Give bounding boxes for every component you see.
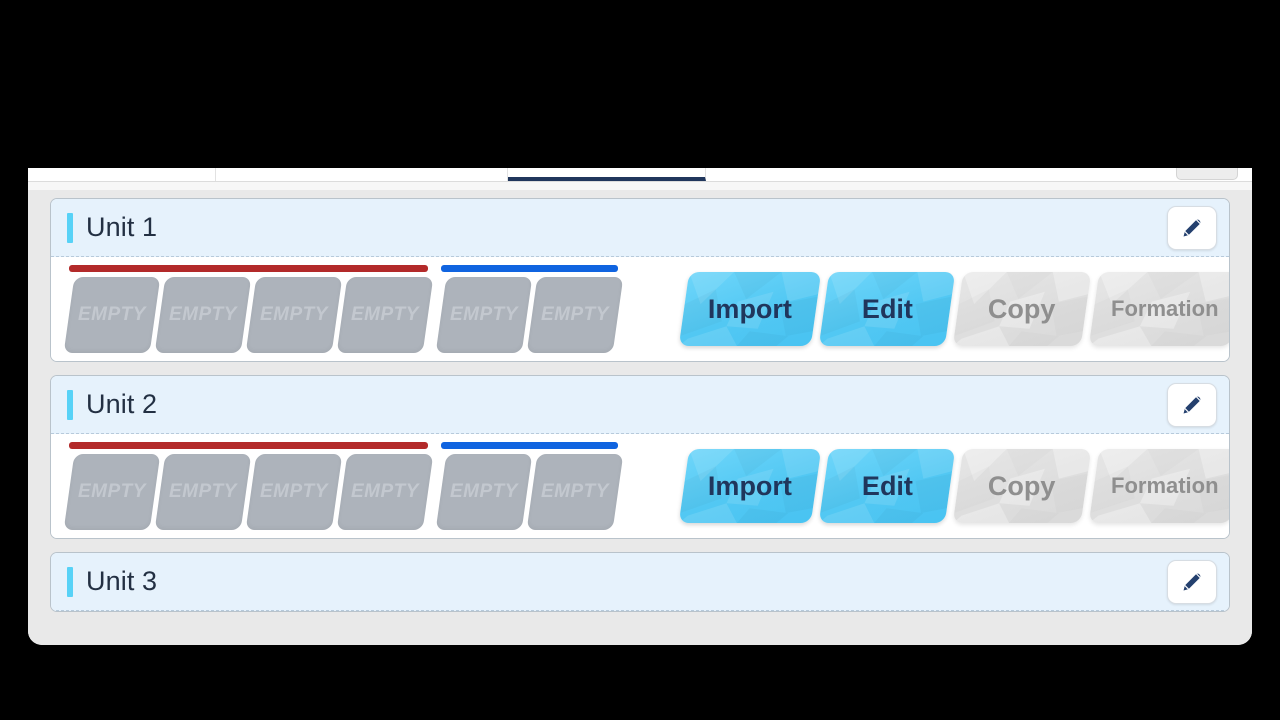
unit-slot[interactable]: EMPTY — [435, 454, 533, 530]
unit-slot[interactable]: EMPTY — [154, 454, 252, 530]
slot-label: EMPTY — [351, 481, 419, 502]
group-bar-red — [69, 442, 428, 449]
tab-3-active[interactable] — [508, 168, 706, 181]
accent-bar — [67, 566, 73, 597]
group-slots: EMPTY EMPTY EMPTY EMPTY — [63, 277, 434, 353]
formation-button: Formation — [1088, 449, 1229, 523]
slot-group: EMPTY EMPTY — [435, 442, 624, 530]
import-button[interactable]: Import — [678, 449, 822, 523]
import-button-label: Import — [708, 470, 792, 501]
unit-title: Unit 3 — [86, 566, 158, 596]
import-button[interactable]: Import — [678, 272, 822, 346]
pencil-icon — [1179, 392, 1205, 418]
slot-group: EMPTY EMPTY EMPTY EMPTY — [63, 265, 434, 353]
unit-slot[interactable]: EMPTY — [245, 454, 343, 530]
edit-unit-button[interactable] — [1167, 559, 1217, 604]
group-slots: EMPTY EMPTY — [435, 277, 624, 353]
edit-button[interactable]: Edit — [818, 449, 956, 523]
topbar-button[interactable] — [1176, 168, 1238, 180]
unit-body: EMPTY EMPTY EMPTY EMPTY EMPTY EMPTY Import Edit… — [51, 257, 1229, 361]
tab-2[interactable] — [216, 168, 508, 181]
unit-header[interactable]: Unit 3 — [51, 553, 1229, 611]
slot-label: EMPTY — [260, 304, 328, 325]
action-button-group: Import Edit Copy Formation — [678, 449, 1229, 523]
unit-card: Unit 2 EMPTY EMPTY EMPTY EMPTY EMPTY EMPTY Impo… — [50, 375, 1230, 539]
unit-slot[interactable]: EMPTY — [526, 454, 624, 530]
slot-row: EMPTY EMPTY EMPTY EMPTY EMPTY EMPTY — [63, 442, 624, 530]
tab-1[interactable] — [28, 168, 216, 181]
unit-slot[interactable]: EMPTY — [336, 454, 434, 530]
unit-slot[interactable]: EMPTY — [154, 277, 252, 353]
unit-title: Unit 1 — [86, 212, 158, 242]
unit-card: Unit 1 EMPTY EMPTY EMPTY EMPTY EMPTY EMPTY Impo… — [50, 198, 1230, 362]
formation-button-label: Formation — [1111, 296, 1219, 321]
group-bar-blue — [441, 442, 618, 449]
tab-bar — [28, 168, 1252, 182]
copy-button: Copy — [952, 272, 1092, 346]
copy-button: Copy — [952, 449, 1092, 523]
slot-label: EMPTY — [351, 304, 419, 325]
unit-header[interactable]: Unit 2 — [51, 376, 1229, 434]
unit-body: EMPTY EMPTY EMPTY EMPTY EMPTY EMPTY Import Edit… — [51, 434, 1229, 538]
unit-card: Unit 3 — [50, 552, 1230, 612]
accent-bar — [67, 212, 73, 243]
slot-group: EMPTY EMPTY EMPTY EMPTY — [63, 442, 434, 530]
tab-4[interactable] — [706, 168, 906, 181]
app-panel: Unit 1 EMPTY EMPTY EMPTY EMPTY EMPTY EMPTY Impo… — [28, 168, 1252, 645]
group-slots: EMPTY EMPTY — [435, 454, 624, 530]
slot-label: EMPTY — [260, 481, 328, 502]
formation-button: Formation — [1088, 272, 1229, 346]
slot-group: EMPTY EMPTY — [435, 265, 624, 353]
slot-label: EMPTY — [78, 304, 146, 325]
edit-button-label: Edit — [861, 293, 913, 324]
unit-list[interactable]: Unit 1 EMPTY EMPTY EMPTY EMPTY EMPTY EMPTY Impo… — [28, 190, 1252, 645]
slot-label: EMPTY — [541, 481, 609, 502]
edit-button-label: Edit — [861, 470, 913, 501]
unit-slot[interactable]: EMPTY — [526, 277, 624, 353]
slot-label: EMPTY — [169, 304, 237, 325]
unit-slot[interactable]: EMPTY — [63, 277, 161, 353]
slot-label: EMPTY — [169, 481, 237, 502]
edit-unit-button[interactable] — [1167, 382, 1217, 427]
unit-slot[interactable]: EMPTY — [63, 454, 161, 530]
edit-unit-button[interactable] — [1167, 205, 1217, 250]
unit-title: Unit 2 — [86, 389, 158, 419]
group-bar-red — [69, 265, 428, 272]
slot-label: EMPTY — [450, 304, 518, 325]
unit-slot[interactable]: EMPTY — [336, 277, 434, 353]
copy-button-label: Copy — [988, 293, 1056, 324]
unit-slot[interactable]: EMPTY — [245, 277, 343, 353]
action-button-group: Import Edit Copy Formation — [678, 272, 1229, 346]
edit-button[interactable]: Edit — [818, 272, 956, 346]
pencil-icon — [1179, 569, 1205, 595]
slot-label: EMPTY — [450, 481, 518, 502]
slot-row: EMPTY EMPTY EMPTY EMPTY EMPTY EMPTY — [63, 265, 624, 353]
import-button-label: Import — [708, 293, 792, 324]
unit-header[interactable]: Unit 1 — [51, 199, 1229, 257]
slot-label: EMPTY — [541, 304, 609, 325]
slot-label: EMPTY — [78, 481, 146, 502]
accent-bar — [67, 389, 73, 420]
group-slots: EMPTY EMPTY EMPTY EMPTY — [63, 454, 434, 530]
copy-button-label: Copy — [988, 470, 1056, 501]
formation-button-label: Formation — [1111, 473, 1219, 498]
group-bar-blue — [441, 265, 618, 272]
unit-slot[interactable]: EMPTY — [435, 277, 533, 353]
pencil-icon — [1179, 215, 1205, 241]
